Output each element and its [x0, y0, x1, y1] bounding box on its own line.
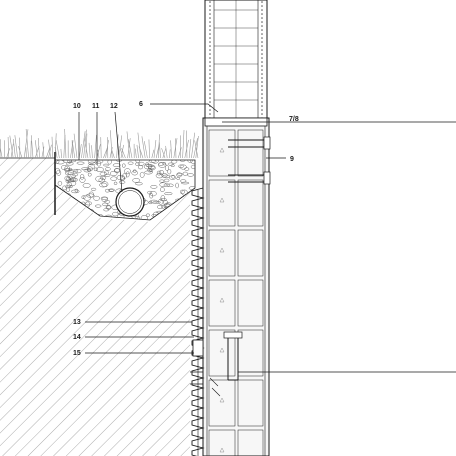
leader-lines — [78, 103, 456, 373]
callout-12: 12 — [110, 103, 118, 110]
callout-10: 10 — [73, 103, 81, 110]
callout-labels: 10 11 12 6 7/8 9 13 14 15 — [73, 101, 299, 357]
drain-pipe — [115, 187, 145, 217]
callout-9: 9 — [290, 156, 294, 163]
waterproofing-step — [190, 339, 221, 397]
drainage-membrane — [191, 187, 205, 456]
callout-6: 6 — [139, 101, 143, 108]
foundation-wall — [202, 117, 271, 456]
callout-13: 13 — [73, 319, 81, 326]
grass-surface — [0, 128, 199, 159]
callout-14: 14 — [73, 334, 81, 341]
callout-15: 15 — [73, 350, 81, 357]
callout-7-8: 7/8 — [289, 116, 299, 123]
callout-11: 11 — [92, 103, 100, 110]
upper-wall — [204, 0, 268, 119]
